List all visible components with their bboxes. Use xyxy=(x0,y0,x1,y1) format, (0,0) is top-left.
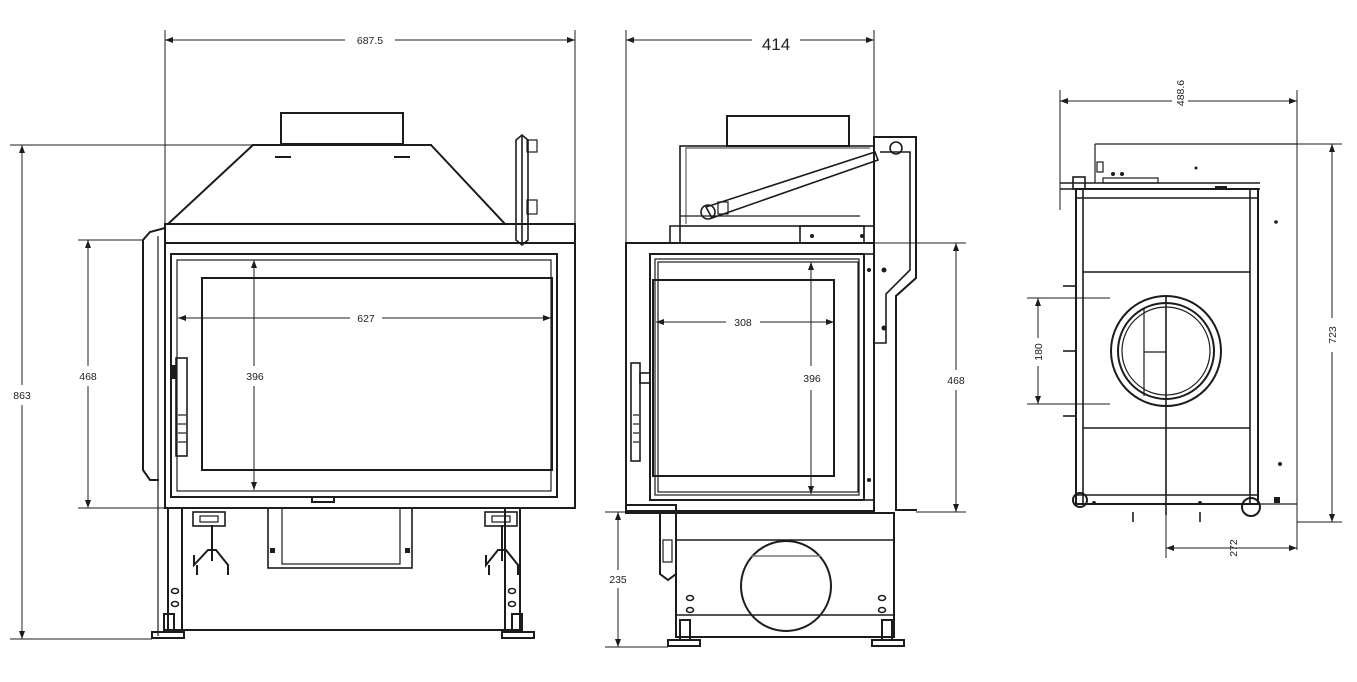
side-body xyxy=(625,242,875,512)
side-overall-depth-label: 414 xyxy=(762,35,790,54)
plan-body xyxy=(1075,188,1259,505)
side-base-box xyxy=(675,512,895,638)
plan-flue-offset-label: 272 xyxy=(1228,539,1240,557)
side-door-handle xyxy=(630,362,641,462)
side-frame-height-label: 468 xyxy=(947,375,965,387)
side-rear-bracket xyxy=(873,136,917,511)
side-base-height-label: 235 xyxy=(609,574,627,586)
front-view: 687.5 863 468 396 627 xyxy=(10,30,576,640)
front-door-handle xyxy=(175,357,188,457)
side-glass-width-label: 308 xyxy=(734,317,752,329)
front-body xyxy=(164,242,576,509)
plan-flue-diameter-label: 180 xyxy=(1033,343,1045,361)
plan-overall-width-label: 488.6 xyxy=(1175,80,1187,106)
front-door-frame xyxy=(170,253,558,498)
plan-overall-depth-label: 723 xyxy=(1327,326,1339,344)
front-glass xyxy=(201,277,553,471)
side-flue-collar xyxy=(726,115,850,147)
front-flue-collar xyxy=(280,112,404,145)
front-ash-box xyxy=(267,507,413,569)
side-view: 414 308 396 468 235 xyxy=(605,30,966,648)
front-side-panel xyxy=(142,226,167,481)
front-overall-height-label: 863 xyxy=(13,390,31,402)
front-glass-width-label: 627 xyxy=(357,313,375,325)
side-glass-height-label: 396 xyxy=(803,373,821,385)
side-door-frame xyxy=(649,253,865,501)
front-frame-height-label: 468 xyxy=(79,371,97,383)
side-control-arm xyxy=(704,151,880,219)
front-hood xyxy=(166,144,507,226)
plan-dimension-lines xyxy=(1027,90,1342,558)
side-air-inlet xyxy=(740,540,832,632)
front-adjuster-left xyxy=(192,511,229,575)
front-top-bar xyxy=(164,223,576,244)
front-dimension-lines xyxy=(10,30,576,640)
front-adjuster-right xyxy=(484,511,519,575)
front-overall-width-label: 687.5 xyxy=(357,35,383,47)
side-dimension-lines xyxy=(605,30,966,648)
side-glass xyxy=(652,279,835,477)
front-glass-height-label: 396 xyxy=(246,371,264,383)
plan-view: 488.6 723 180 272 xyxy=(1027,70,1342,558)
